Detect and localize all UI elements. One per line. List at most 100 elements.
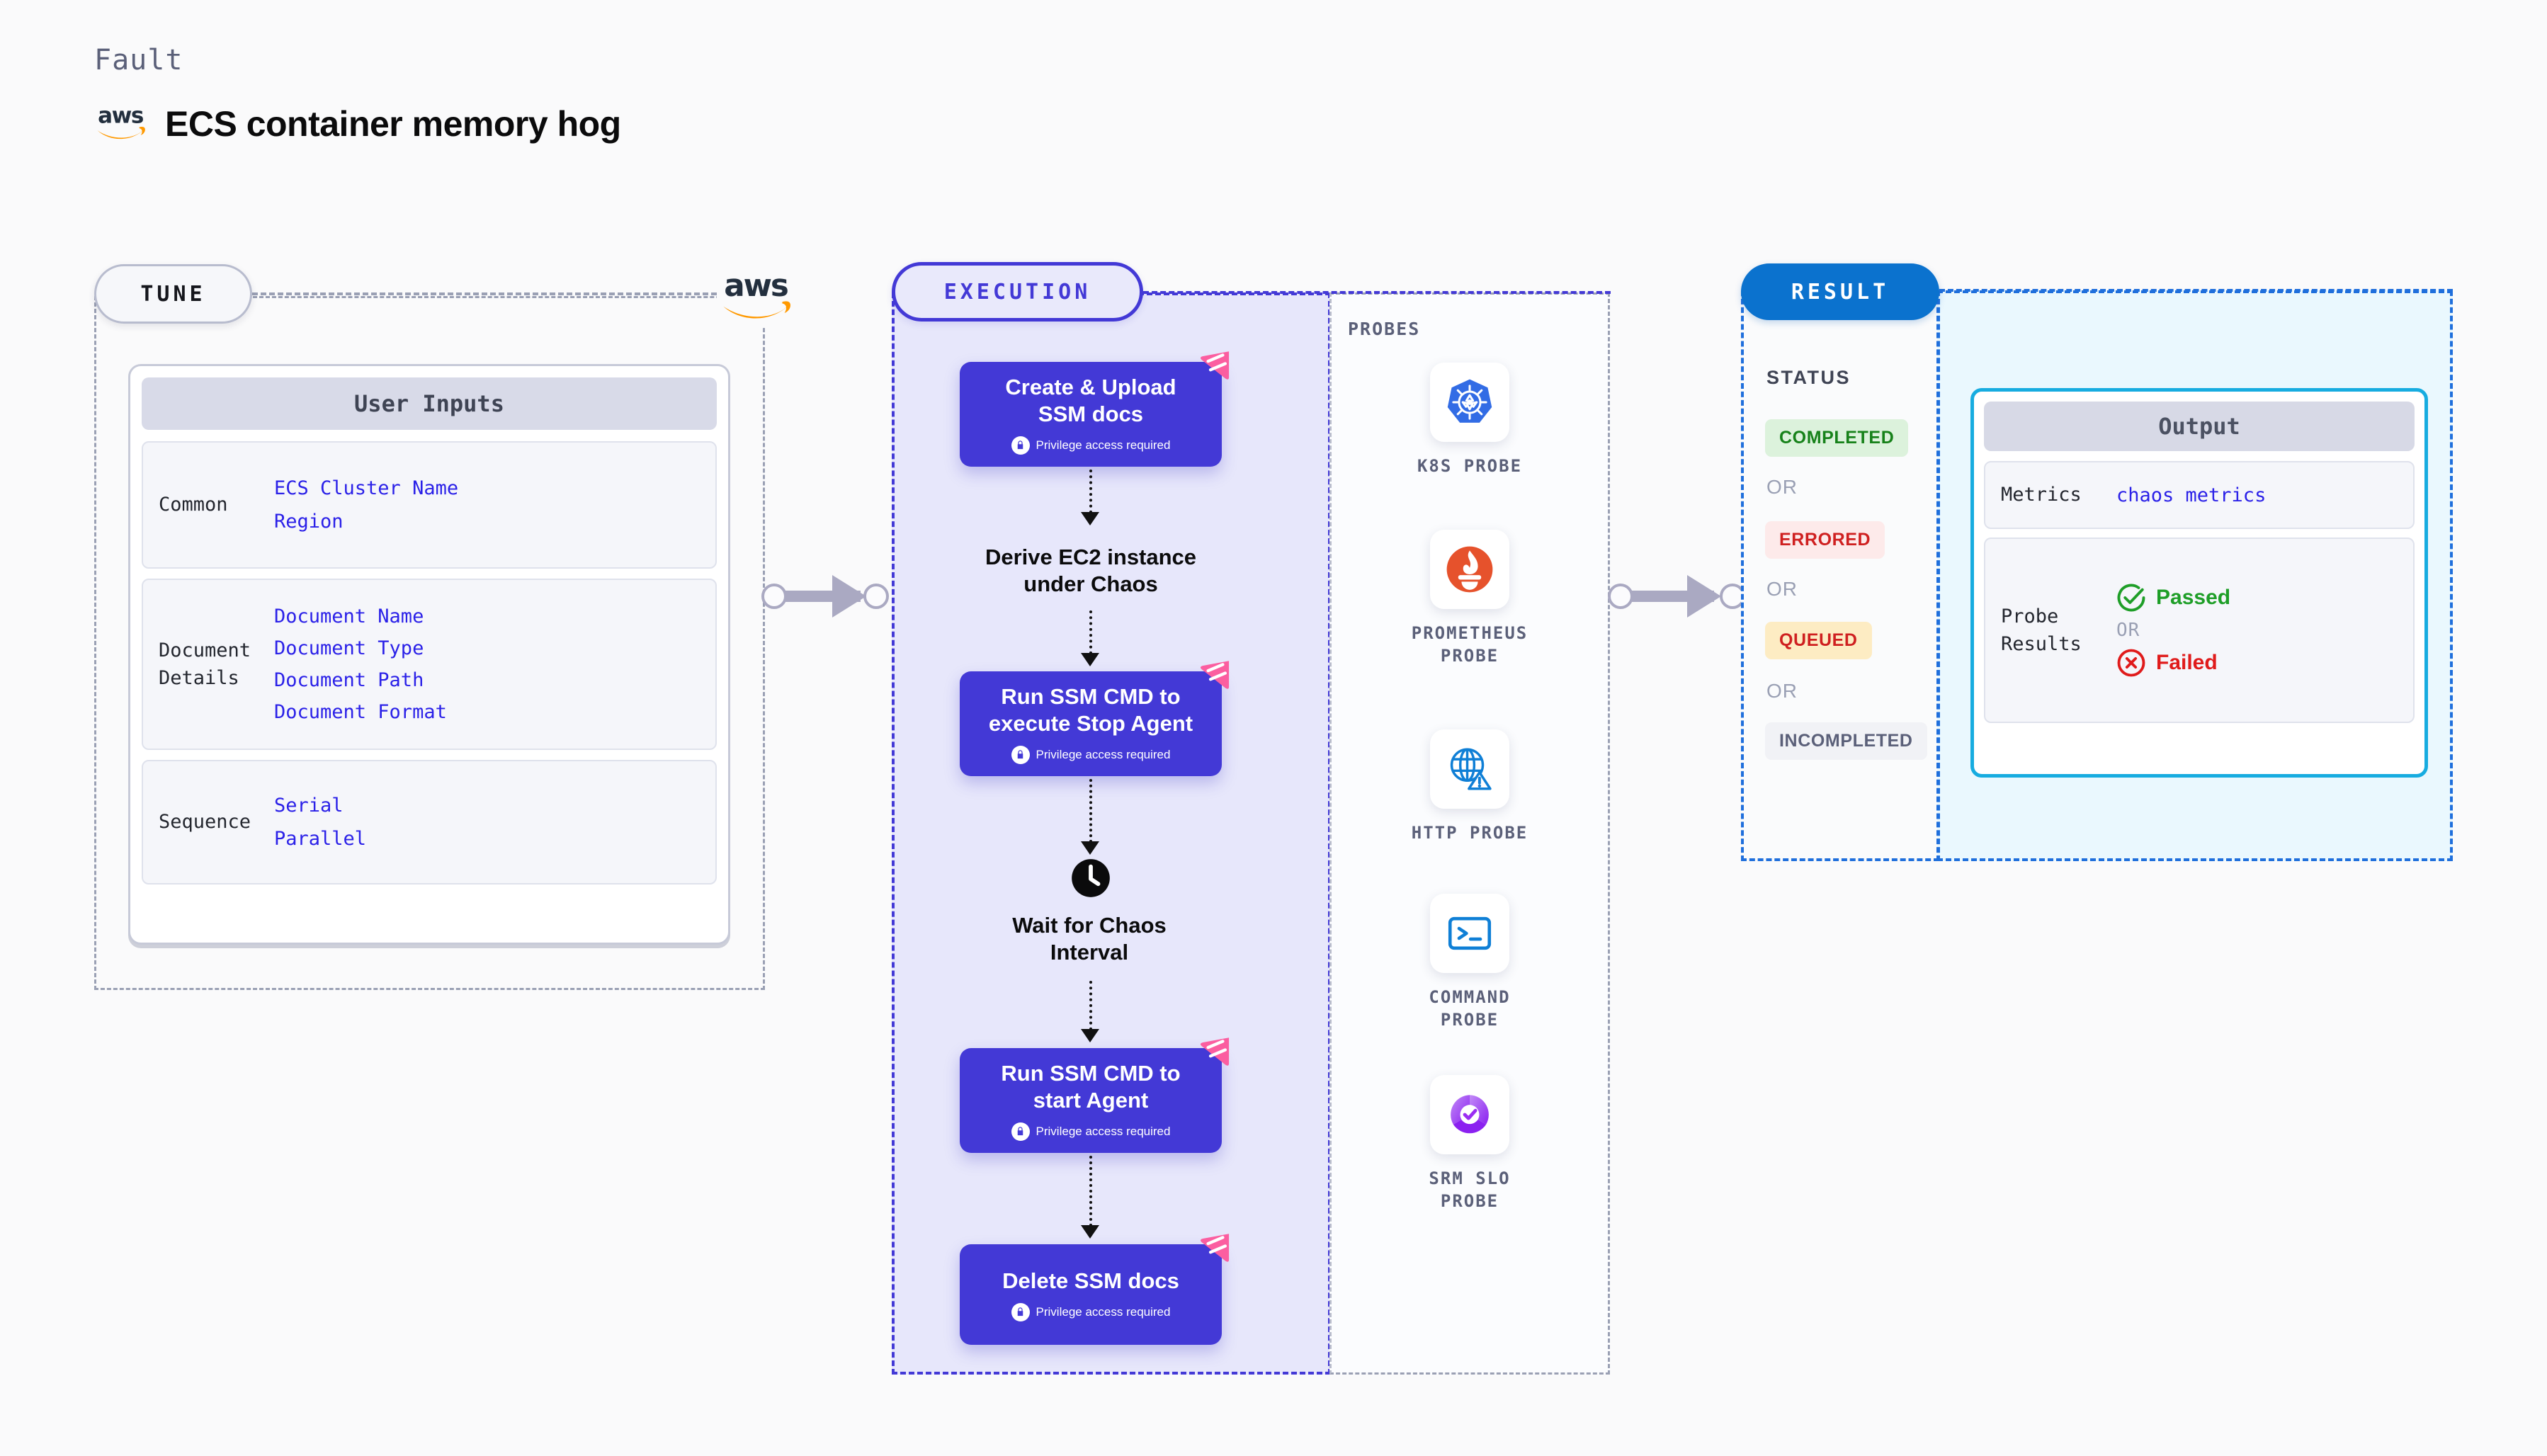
tune-row-label: Common — [159, 494, 228, 516]
probes-title: PROBES — [1348, 319, 1421, 339]
flow-dash — [1089, 1156, 1092, 1227]
connector-tune-to-execution — [761, 575, 892, 618]
privilege-note: Privilege access required — [1011, 745, 1171, 764]
tune-value[interactable]: Serial — [274, 795, 344, 817]
tune-value[interactable]: Parallel — [274, 828, 367, 850]
harness-ribbon-icon — [1200, 661, 1230, 689]
lock-icon — [1011, 436, 1030, 455]
privilege-note-label: Privilege access required — [1036, 747, 1171, 761]
page-title: ECS container memory hog — [165, 104, 621, 144]
output-row-values: chaos metrics — [2116, 484, 2266, 506]
status-title: STATUS — [1766, 367, 1851, 388]
probe-result-label: Passed — [2156, 586, 2231, 609]
prometheus-icon — [1430, 530, 1509, 609]
harness-ribbon-icon — [1200, 351, 1230, 380]
result-status-panel — [1741, 290, 1939, 861]
x-circle-icon — [2117, 649, 2145, 677]
probe-result-passed: Passed — [2116, 583, 2230, 613]
lock-icon — [1011, 1122, 1030, 1141]
tune-row-common: Common ECS Cluster Name Region — [142, 441, 717, 569]
privilege-note-label: Privilege access required — [1036, 438, 1171, 452]
status-badge-label: COMPLETED — [1779, 428, 1895, 448]
kubernetes-icon — [1430, 363, 1509, 442]
svg-text:aws: aws — [98, 103, 144, 129]
tune-badge-label: TUNE — [140, 281, 206, 307]
execution-panel — [892, 292, 1331, 1375]
or-separator: OR — [2116, 620, 2140, 641]
title-row: aws ECS container memory hog — [94, 102, 621, 146]
status-badge-label: QUEUED — [1779, 630, 1858, 650]
privilege-note: Privilege access required — [1011, 436, 1171, 455]
execution-badge-label: EXECUTION — [943, 279, 1091, 305]
probe-label: HTTP PROBE — [1411, 823, 1528, 843]
metrics-value[interactable]: chaos metrics — [2116, 484, 2267, 506]
or-separator: OR — [1766, 680, 1798, 702]
aws-logo-icon: aws — [94, 102, 147, 146]
result-badge[interactable]: RESULT — [1741, 263, 1939, 320]
flow-arrow — [1081, 1225, 1099, 1239]
probes-panel — [1329, 292, 1610, 1375]
tune-dash-connector — [252, 292, 734, 295]
tune-value[interactable]: ECS Cluster Name — [274, 477, 459, 499]
execution-step-delete-ssm-docs[interactable]: Delete SSM docs Privilege access require… — [960, 1234, 1230, 1345]
lock-icon — [1011, 1302, 1030, 1321]
execution-step-label: Delete SSM docs — [1002, 1268, 1179, 1294]
tune-value[interactable]: Document Type — [274, 637, 424, 659]
page-header: Fault aws ECS container memory hog — [94, 44, 621, 146]
flow-dash — [1089, 610, 1092, 654]
execution-badge[interactable]: EXECUTION — [892, 262, 1143, 322]
privilege-note-label: Privilege access required — [1036, 1304, 1171, 1319]
tune-row-values: ECS Cluster Name Region — [274, 477, 458, 533]
flow-arrow — [1081, 512, 1099, 525]
check-circle-icon — [2117, 584, 2145, 612]
or-separator: OR — [1766, 578, 1798, 600]
probe-k8s[interactable]: K8S PROBE — [1399, 363, 1541, 477]
status-badge-completed: COMPLETED — [1765, 419, 1909, 457]
harness-ribbon-icon — [1200, 1234, 1230, 1262]
privilege-note-label: Privilege access required — [1036, 1124, 1171, 1138]
result-badge-label: RESULT — [1791, 279, 1890, 305]
probe-label: K8S PROBE — [1417, 456, 1523, 476]
tune-badge[interactable]: TUNE — [94, 264, 252, 324]
flow-arrow — [1081, 1029, 1099, 1042]
output-row-metrics: Metrics chaos metrics — [1984, 461, 2415, 529]
probe-result-values: Passed OR Failed — [2116, 583, 2230, 678]
terminal-icon — [1430, 894, 1509, 973]
tune-aws-logo-icon: aws — [717, 263, 795, 327]
connector-execution-to-result — [1608, 575, 1749, 618]
flow-arrow — [1081, 653, 1099, 666]
status-badge-errored: ERRORED — [1765, 521, 1885, 559]
status-badge-label: ERRORED — [1779, 530, 1871, 550]
tune-value[interactable]: Document Name — [274, 605, 424, 627]
tune-value[interactable]: Document Format — [274, 701, 447, 723]
probe-result-label: Failed — [2156, 651, 2218, 674]
tune-row-values: Serial Parallel — [274, 795, 366, 850]
tune-value[interactable]: Region — [274, 511, 344, 533]
flow-dash — [1089, 779, 1092, 843]
tune-panel — [94, 296, 765, 990]
fault-kicker: Fault — [94, 44, 183, 76]
execution-dash-connector — [1143, 291, 1611, 294]
flow-dash — [1089, 470, 1092, 513]
flow-dash — [1089, 981, 1092, 1030]
probe-http[interactable]: HTTP PROBE — [1399, 729, 1541, 844]
status-badge-queued: QUEUED — [1765, 622, 1872, 659]
tune-value[interactable]: Document Path — [274, 669, 424, 691]
user-inputs-card-title: User Inputs — [142, 377, 717, 430]
